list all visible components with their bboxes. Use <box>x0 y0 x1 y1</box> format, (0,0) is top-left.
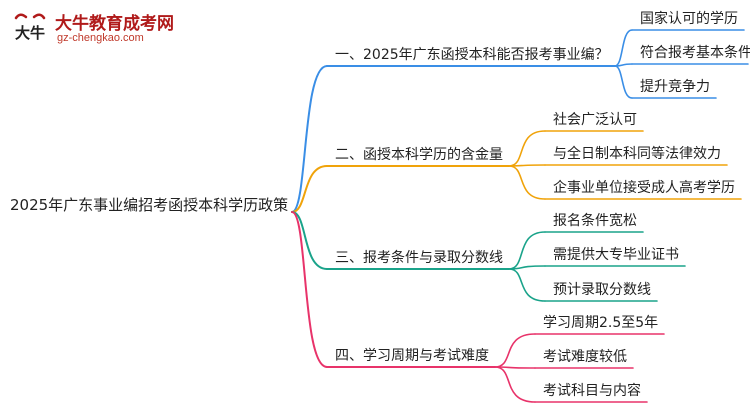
leaf-node-2-2: 与全日制本科同等法律效力 <box>553 146 721 162</box>
logo-title: 大牛教育成考网 <box>55 14 174 34</box>
branch-node-2: 二、函授本科学历的含金量 <box>335 147 503 163</box>
connector-branch-2-leaf-1 <box>508 130 546 167</box>
leaf-node-1-3: 提升竞争力 <box>640 79 710 95</box>
branch-node-4: 四、学习周期与考试难度 <box>335 348 489 364</box>
logo-url: gz-chengkao.com <box>57 32 144 44</box>
branch-node-3: 三、报考条件与录取分数线 <box>335 250 503 266</box>
connector-root-branch-4 <box>291 211 328 368</box>
connector-branch-1-leaf-1 <box>614 29 633 67</box>
root-node: 2025年广东事业编招考函授本科学历政策 <box>10 196 289 214</box>
leaf-node-4-1: 学习周期2.5至5年 <box>543 315 659 331</box>
leaf-node-3-3: 预计录取分数线 <box>553 282 651 298</box>
connector-root-branch-3 <box>291 211 328 270</box>
logo-bull-icon: 大牛 <box>14 13 46 42</box>
leaf-node-2-1: 社会广泛认可 <box>553 112 637 128</box>
branch-node-1: 一、2025年广东函授本科能否报考事业编？ <box>335 47 609 63</box>
leaf-node-3-2: 需提供大专毕业证书 <box>553 247 679 263</box>
leaf-node-2-3: 企事业单位接受成人高考学历 <box>553 180 735 196</box>
leaf-node-3-1: 报名条件宽松 <box>553 213 637 229</box>
connector-branch-4-leaf-3 <box>494 366 536 403</box>
connector-branch-3-leaf-1 <box>508 231 546 270</box>
connector-branch-2-leaf-2 <box>508 164 546 167</box>
leaf-node-1-2: 符合报考基本条件 <box>640 45 750 61</box>
connector-branch-3-leaf-3 <box>508 268 546 302</box>
connector-branch-4-leaf-1 <box>494 333 536 368</box>
connector-branch-1-leaf-3 <box>614 65 633 99</box>
connector-branch-2-leaf-3 <box>508 165 546 200</box>
connector-root-branch-2 <box>291 165 328 213</box>
connector-root-branch-1 <box>291 65 328 213</box>
logo-mark-text: 大牛 <box>15 24 45 42</box>
leaf-node-1-1: 国家认可的学历 <box>640 11 738 27</box>
leaf-node-4-3: 考试科目与内容 <box>543 383 641 399</box>
leaf-node-4-2: 考试难度较低 <box>543 349 627 365</box>
